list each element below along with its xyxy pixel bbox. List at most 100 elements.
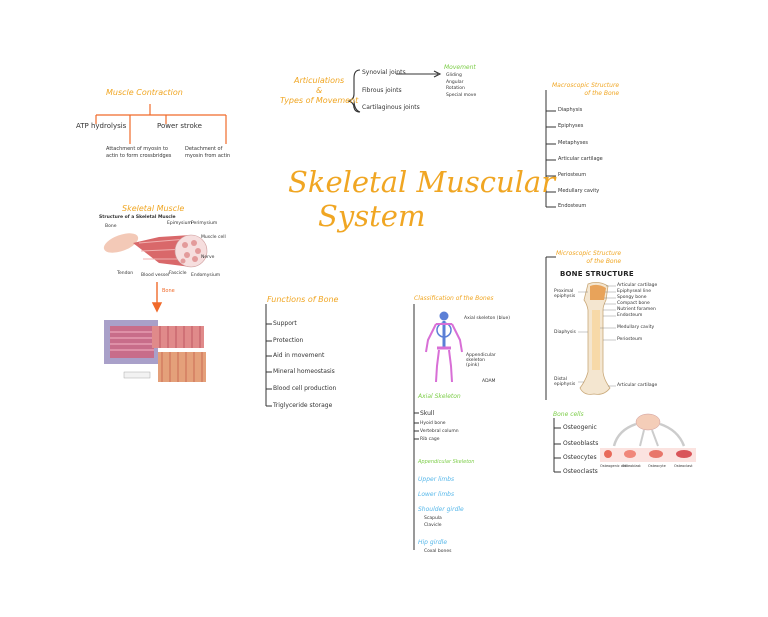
sm-label-perimysium: Perimysium xyxy=(191,221,218,226)
movement-rotation: Rotation xyxy=(446,86,465,91)
movement-title: Movement xyxy=(444,64,476,71)
bone-cell-label-osteoclast: Osteoclast xyxy=(674,464,693,468)
muscle-illustration xyxy=(103,233,208,268)
microscopic-title-line-1: Microscopic Structure xyxy=(556,250,622,257)
function-triglyceride-storage: Triglyceride storage xyxy=(273,402,333,409)
cell-osteoclasts: Osteoclasts xyxy=(563,468,598,475)
skeleton-label-appendicular: Appendicular skeleton (pink) xyxy=(466,353,496,368)
lower-limbs-label: Lower limbs xyxy=(418,491,455,498)
macro-epiphyses: Epiphyses xyxy=(558,123,584,129)
macro-diaphysis: Diaphysis xyxy=(558,107,583,113)
axial-rib-cage: Rib cage xyxy=(420,437,440,442)
bone-cells-connectors xyxy=(553,418,561,473)
shoulder-girdle-title: Shoulder girdle xyxy=(418,506,464,513)
mc-atp-hydrolysis: ATP hydrolysis xyxy=(76,122,127,130)
cell-osteoblasts: Osteoblasts xyxy=(563,440,599,447)
articulations-connectors xyxy=(347,69,442,113)
sm-label-blood-vessel: Blood vessel xyxy=(141,273,170,278)
articulations-title-line-1: Articulations xyxy=(294,76,345,85)
bone-label-periosteum: Periosteum xyxy=(617,337,643,342)
bone-cell-label-osteoblast: Osteoblast xyxy=(622,464,641,468)
functions-connectors xyxy=(265,304,272,407)
sm-label-nerve: Nerve xyxy=(201,255,215,260)
macro-metaphyses: Metaphyses xyxy=(558,140,589,146)
articulations-title-line-2: & xyxy=(316,86,323,95)
cell-osteogenic: Osteogenic xyxy=(563,424,597,431)
axial-skull: Skull xyxy=(420,410,435,417)
articulations-title: Articulations & Types of Movement xyxy=(280,76,358,106)
skeletal-muscle-title: Skeletal Muscle xyxy=(122,204,185,213)
sm-label-epimysium: Epimysium xyxy=(167,221,192,226)
bone-label-epiphyseal-line: Epiphyseal line xyxy=(617,289,651,294)
skeleton-credit: ADAM xyxy=(482,379,496,384)
mc-attachment: Attachment of myosin to actin to form cr… xyxy=(106,146,172,159)
cell-osteocytes: Osteocytes xyxy=(563,454,597,461)
skeleton-label-axial: Axial skeleton (blue) xyxy=(464,316,511,321)
muscle-fiber-illustration xyxy=(104,320,206,382)
skeletal-muscle-diagram: Structure of a Skeletal Muscle Bone Tend… xyxy=(99,215,226,281)
movement-gliding: Gliding xyxy=(446,73,462,78)
sm-arrow-label: Bone xyxy=(162,288,175,294)
appendicular-skeleton-title: Appendicular Skeleton xyxy=(418,459,475,465)
main-title: Skeletal Muscular System xyxy=(288,165,555,233)
movement-angular: Angular xyxy=(446,79,464,85)
bone-label-compact-bone: Compact bone xyxy=(617,301,650,306)
microscopic-title: Microscopic Structure of the Bone xyxy=(556,250,621,266)
function-protection: Protection xyxy=(273,337,304,344)
axial-hyoid: Hyoid bone xyxy=(420,421,446,426)
macroscopic-title: Macroscopic Structure of the Bone xyxy=(552,82,619,98)
main-title-line-1: Skeletal Muscular xyxy=(288,165,556,199)
macro-endosteum: Endosteum xyxy=(558,203,587,209)
bone-structure-diagram: BONE STRUCTURE Proximal epiphysis Diaphy… xyxy=(554,270,658,398)
bone-cells-title: Bone cells xyxy=(553,411,584,418)
muscle-down-arrow xyxy=(151,282,163,313)
function-movement: Aid in movement xyxy=(273,352,325,359)
sm-label-bone: Bone xyxy=(105,224,117,229)
muscle-contraction-title: Muscle Contraction xyxy=(106,88,183,97)
sm-label-muscle-cell: Muscle cell xyxy=(201,235,226,240)
joint-fibrous: Fibrous joints xyxy=(362,87,402,94)
macro-medullary-cavity: Medullary cavity xyxy=(558,188,600,194)
classification-title: Classification of the Bones xyxy=(414,295,494,302)
function-support: Support xyxy=(273,320,297,327)
upper-limbs-label: Upper limbs xyxy=(418,476,455,483)
macroscopic-connectors xyxy=(545,90,556,208)
mc-detachment: Detachment of myosin from actin xyxy=(185,146,231,159)
function-blood-cell-production: Blood cell production xyxy=(273,385,337,392)
bone-label-spongy-bone: Spongy bone xyxy=(617,295,647,300)
bone-label-articular-cartilage-top: Articular cartilage xyxy=(617,283,658,288)
shoulder-scapula: Scapula xyxy=(424,516,442,521)
mc-power-stroke: Power stroke xyxy=(157,122,202,130)
movement-special: Special move xyxy=(446,92,477,98)
functions-title: Functions of Bone xyxy=(267,295,339,304)
long-bone-illustration xyxy=(578,282,616,395)
bone-cell-label-osteogenic: Osteogenic cell xyxy=(600,464,627,468)
bone-cells-illustration xyxy=(600,413,696,462)
classification-connectors xyxy=(413,304,419,550)
sm-diagram-caption: Structure of a Skeletal Muscle xyxy=(99,215,176,220)
articulations-title-line-3: Types of Movement xyxy=(280,96,359,105)
movement-list: Gliding Angular Rotation Special move xyxy=(446,73,476,99)
macro-periosteum: Periosteum xyxy=(558,172,587,178)
joint-synovial: Synovial joints xyxy=(362,69,406,76)
bone-label-diaphysis: Diaphysis xyxy=(554,330,576,335)
sm-label-endomysium: Endomysium xyxy=(191,273,221,278)
bone-label-endosteum: Endosteum xyxy=(617,313,643,318)
joint-cartilaginous: Cartilaginous joints xyxy=(362,104,420,111)
macroscopic-title-line-1: Macroscopic Structure xyxy=(552,82,620,89)
microscopic-connectors xyxy=(545,256,556,400)
bone-label-medullary-cavity: Medullary cavity xyxy=(617,325,655,330)
shoulder-clavicle: Clavicle xyxy=(424,523,442,528)
bone-structure-title: BONE STRUCTURE xyxy=(560,270,634,278)
bone-label-nutrient-foramen: Nutrient foramen xyxy=(617,307,656,312)
skeleton-illustration xyxy=(425,311,463,383)
bone-cell-label-osteocyte: Osteocyte xyxy=(648,464,666,468)
bone-label-articular-cartilage-bottom: Articular cartilage xyxy=(617,383,658,388)
hip-coxal-bones: Coxal bones xyxy=(424,549,452,554)
sm-label-fascicle: Fascicle xyxy=(169,271,187,276)
bone-label-distal-epiphysis: Distal epiphysis xyxy=(554,377,576,387)
axial-skeleton-title: Axial Skeleton xyxy=(418,393,461,400)
axial-vertebral-column: Vertebral column xyxy=(420,429,459,434)
